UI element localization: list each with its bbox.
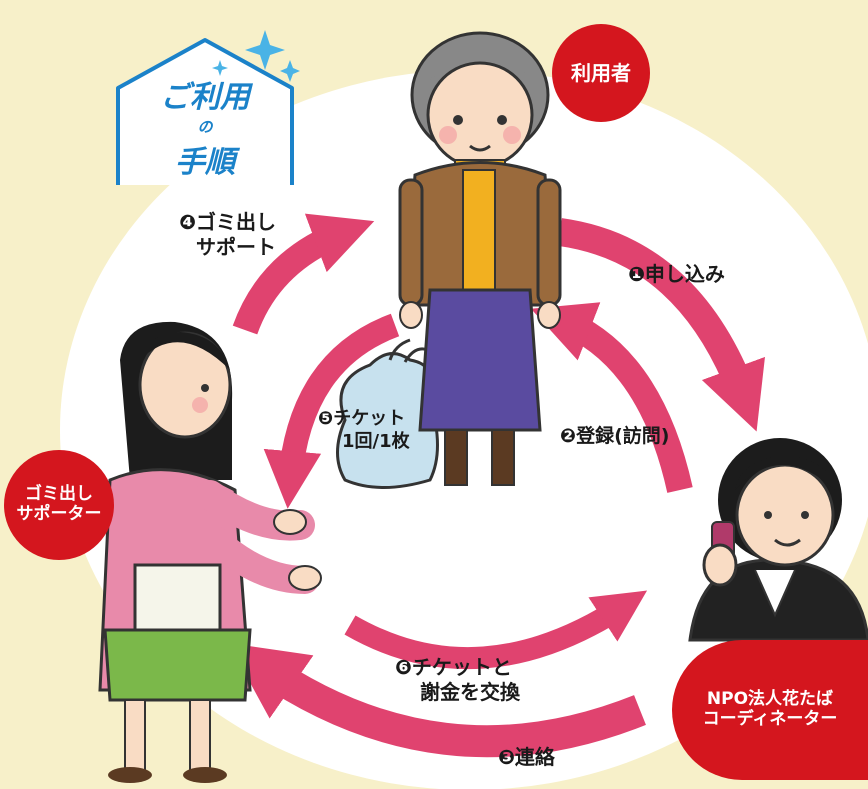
step3-label: ❸連絡 (498, 745, 555, 769)
step4-label: ❹ゴミ出し サポート (168, 210, 276, 260)
supporter-illustration (98, 321, 322, 783)
title-line1: ご利用 (160, 80, 250, 115)
supporter-badge: ゴミ出し サポーター (4, 450, 114, 560)
npo-badge-line2: コーディネーター (702, 709, 838, 729)
step5-label: ❺チケット 1回/1枚 (318, 408, 410, 453)
arrow-step4 (232, 213, 375, 335)
step6-label: ❻チケットと 謝金を交換 (395, 655, 520, 705)
step4-label-line2: サポート (196, 235, 276, 259)
user-badge: 利用者 (552, 24, 650, 122)
step1-label: ❶申し込み (628, 262, 725, 286)
arrow-step3 (228, 643, 646, 758)
coordinator-illustration (688, 438, 868, 642)
title-line3: 手順 (175, 145, 235, 180)
arrow-step6 (344, 590, 648, 670)
npo-badge-line1: NPO法人花たば (706, 689, 834, 710)
arrow-step2 (530, 302, 693, 493)
sparkle-icon (280, 60, 300, 82)
step4-label-line1: ❹ゴミ出し (179, 210, 276, 234)
user-badge-label: 利用者 (571, 60, 631, 85)
sparkle-icon (245, 30, 285, 70)
step5-label-line2: 1回/1枚 (342, 430, 410, 452)
elderly-user-illustration (398, 31, 562, 486)
arrow-step1 (557, 218, 765, 432)
sparkle-icon (212, 60, 228, 76)
house-title-frame (116, 30, 300, 185)
step5-label-line1: ❺チケット (318, 408, 406, 429)
step6-label-line1: ❻チケットと (395, 655, 512, 679)
step2-label: ❷登録(訪問) (560, 425, 670, 447)
supporter-badge-line2: サポーター (16, 504, 102, 524)
title-line2: の (197, 118, 213, 136)
supporter-badge-line1: ゴミ出し (25, 484, 93, 505)
step6-label-line2: 謝金を交換 (420, 680, 520, 704)
page-title: ご利用 の 手順 (120, 72, 290, 181)
arrow-step5 (263, 313, 400, 509)
npo-badge: NPO法人花たば コーディネーター (672, 640, 868, 780)
